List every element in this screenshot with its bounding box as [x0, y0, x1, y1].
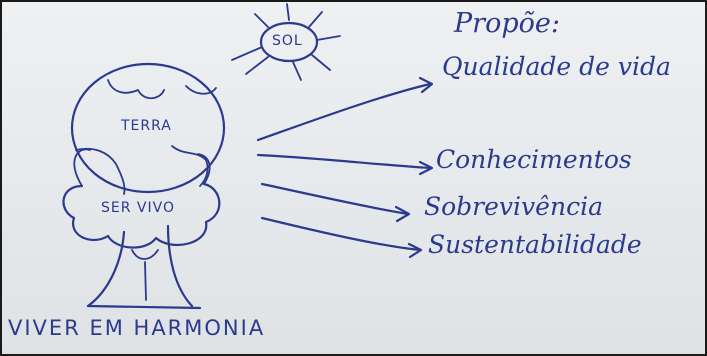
tree-label: SER VIVO [101, 200, 175, 216]
caption: VIVER EM HARMONIA [8, 316, 266, 340]
arrow-icon [256, 76, 434, 259]
proposal-item: Qualidade de vida [442, 52, 671, 81]
sun-icon [231, 3, 341, 81]
globe-icon [70, 62, 226, 195]
earth-label: TERRA [121, 118, 172, 134]
proposal-item: Sobrevivência [424, 192, 603, 221]
sun-label: SOL [272, 33, 303, 49]
proposal-item: Sustentabilidade [428, 230, 642, 259]
tree-icon [62, 148, 221, 310]
proposal-item: Conhecimentos [436, 145, 632, 174]
proposal-heading: Propõe: [454, 8, 560, 39]
